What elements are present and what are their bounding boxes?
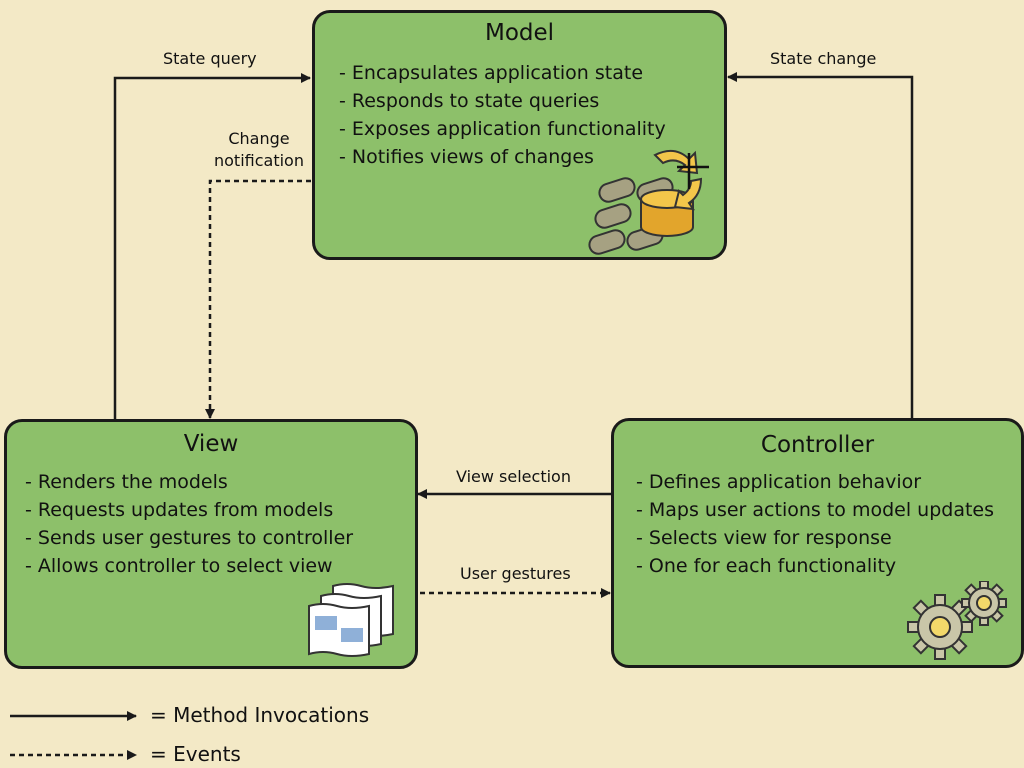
list-item: - Defines application behavior xyxy=(636,471,922,493)
model-title: Model xyxy=(484,20,555,46)
documents-icon xyxy=(308,583,394,657)
model-list: - Encapsulates application state - Respo… xyxy=(339,59,666,171)
legend-events: = Events xyxy=(150,742,241,766)
view-title: View xyxy=(183,431,239,457)
list-item: - One for each functionality xyxy=(636,555,897,577)
view-list: - Renders the models - Requests updates … xyxy=(25,468,353,580)
gears-icon xyxy=(907,581,1007,660)
legend-method-invocations: = Method Invocations xyxy=(150,703,370,727)
list-item: - Requests updates from models xyxy=(25,499,334,521)
list-item: - Allows controller to select view xyxy=(25,555,333,577)
controller-list: - Defines application behavior - Maps us… xyxy=(636,468,994,580)
state-change-label: State change xyxy=(770,49,877,68)
change-notification-line1: Change xyxy=(228,129,290,148)
controller-box: Controller - Defines application behavio… xyxy=(611,418,1024,668)
view-selection-label: View selection xyxy=(456,467,571,486)
view-box: View - Renders the models - Requests upd… xyxy=(4,419,418,669)
change-notification-arrow xyxy=(205,179,311,419)
list-item: - Responds to state queries xyxy=(339,90,600,112)
list-item: - Maps user actions to model updates xyxy=(636,499,994,521)
database-gears-icon xyxy=(588,149,709,255)
list-item: - Notifies views of changes xyxy=(339,146,594,168)
user-gestures-label: User gestures xyxy=(460,564,571,583)
state-query-arrow xyxy=(113,73,311,420)
state-query-label: State query xyxy=(163,49,257,68)
change-notification-label: Change notification xyxy=(206,128,312,172)
state-change-arrow xyxy=(727,72,914,420)
list-item: - Renders the models xyxy=(25,471,228,493)
controller-title: Controller xyxy=(760,432,875,458)
model-box: Model - Encapsulates application state -… xyxy=(312,10,727,260)
list-item: - Selects view for response xyxy=(636,527,892,549)
list-item: - Exposes application functionality xyxy=(339,118,666,140)
change-notification-line2: notification xyxy=(214,151,304,170)
list-item: - Encapsulates application state xyxy=(339,62,644,84)
list-item: - Sends user gestures to controller xyxy=(25,527,354,549)
